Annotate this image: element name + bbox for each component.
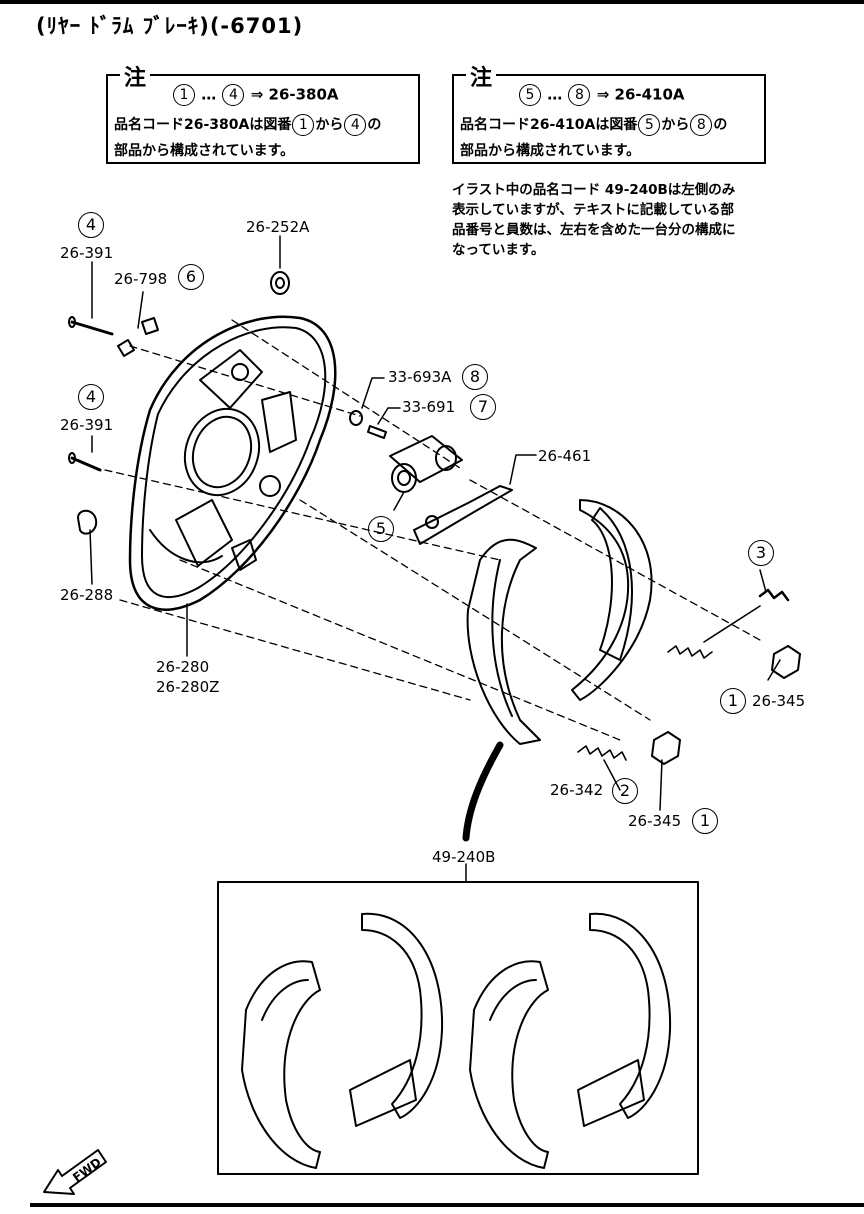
part-label-33-693A: 33-693A: [388, 368, 452, 386]
ref-4-upper: 4: [78, 212, 104, 238]
ref-2: 2: [612, 778, 638, 804]
part-label-26-280: 26-280: [156, 658, 210, 676]
ref-circle: 4: [344, 114, 367, 136]
note-text: の: [713, 117, 728, 133]
arrow-icon: FWD: [43, 1149, 107, 1195]
note-formula: 5 … 8 ⇒ 26-410A: [518, 84, 685, 106]
part-label-26-280Z: 26-280Z: [156, 678, 220, 696]
note-formula: 1 … 4 ⇒ 26-380A: [172, 84, 339, 106]
top-rule: [0, 0, 864, 4]
part-label-33-691: 33-691: [402, 398, 456, 416]
diagram-title: (ﾘﾔｰ ﾄﾞﾗﾑ ﾌﾞﾚｰｷ)(-6701): [36, 14, 304, 38]
info-line: 品番号と員数は、左右を含めた一台分の構成に: [452, 222, 736, 238]
ref-5: 5: [368, 516, 394, 542]
note-text: の: [367, 117, 382, 133]
arrow-icon: ⇒: [250, 85, 264, 104]
forward-direction-arrow: FWD: [40, 1140, 120, 1204]
ref-3: 3: [748, 540, 774, 566]
note-text: から: [315, 117, 344, 133]
note-code: 26-380A: [268, 85, 339, 104]
part-label-49-240B: 49-240B: [432, 848, 496, 866]
part-label-26-461: 26-461: [538, 447, 592, 465]
ellipsis: …: [201, 85, 217, 104]
part-label-26-798: 26-798: [114, 270, 168, 288]
part-label-26-345-right: 26-345: [752, 692, 806, 710]
part-label-26-288: 26-288: [60, 586, 114, 604]
ref-circle: 5: [638, 114, 661, 136]
ref-7: 7: [470, 394, 496, 420]
ref-8: 8: [462, 364, 488, 390]
part-label-26-391-lower: 26-391: [60, 416, 114, 434]
ref-circle: 4: [222, 84, 245, 106]
note-head: 注: [120, 60, 151, 92]
ellipsis: …: [547, 85, 563, 104]
part-label-26-345-lower: 26-345: [628, 812, 682, 830]
ref-1-lower: 1: [692, 808, 718, 834]
arrow-icon: ⇒: [596, 85, 610, 104]
ref-circle: 8: [690, 114, 713, 136]
note-line-3: 部品から構成されています。: [460, 143, 641, 159]
part-label-26-391-upper: 26-391: [60, 244, 114, 262]
note-line-3: 部品から構成されています。: [114, 143, 295, 159]
part-label-26-252A: 26-252A: [246, 218, 310, 236]
ref-circle: 1: [173, 84, 195, 106]
ref-circle: 8: [568, 84, 591, 106]
info-line: なっています。: [452, 242, 545, 258]
ref-circle: 1: [292, 114, 315, 136]
note-text: 品名コード26-410Aは図番: [460, 117, 638, 133]
info-paragraph: イラスト中の品名コード 49-240Bは左側のみ 表示していますが、テキストに記…: [452, 180, 782, 260]
info-line: イラスト中の品名コード 49-240Bは左側のみ: [452, 182, 736, 198]
part-label-26-342: 26-342: [550, 781, 604, 799]
ref-6: 6: [178, 264, 204, 290]
note-text: から: [661, 117, 690, 133]
note-code: 26-410A: [614, 85, 685, 104]
bottom-rule: [30, 1203, 864, 1207]
note-text: 品名コード26-380Aは図番: [114, 117, 292, 133]
ref-circle: 5: [519, 84, 541, 106]
info-line: 表示していますが、テキストに記載している部: [452, 202, 735, 218]
ref-1-right: 1: [720, 688, 746, 714]
ref-4-lower: 4: [78, 384, 104, 410]
note-head: 注: [466, 60, 497, 92]
